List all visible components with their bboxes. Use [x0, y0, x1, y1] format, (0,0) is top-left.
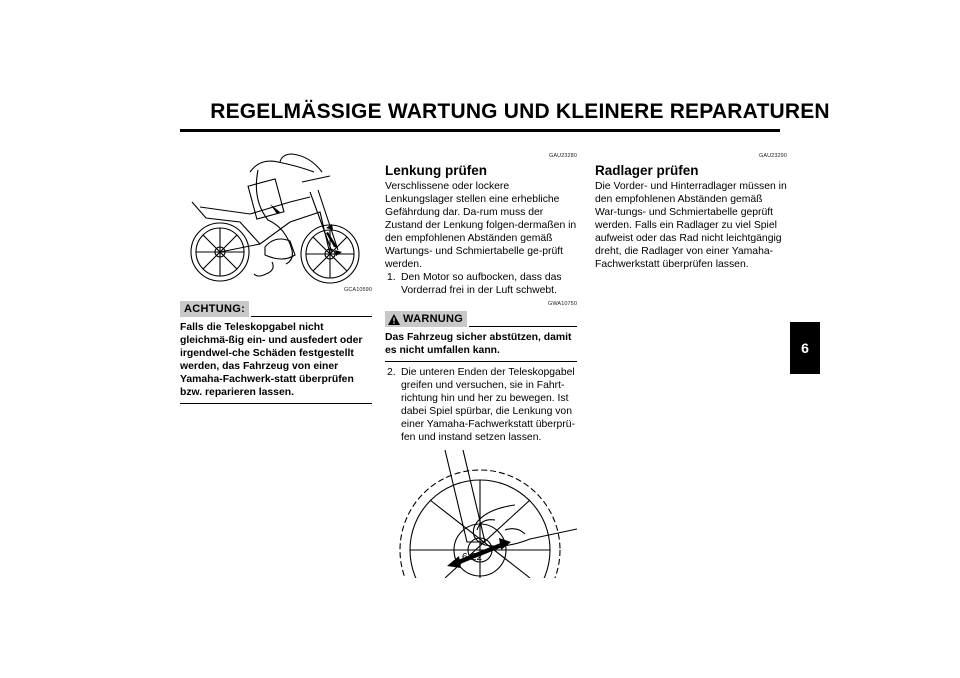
- step-number: 1.: [387, 272, 396, 283]
- step-number: 2.: [387, 367, 396, 378]
- heading-wheel-bearings: Radlager prüfen: [595, 163, 699, 178]
- warning-code: GWA10750: [547, 301, 577, 307]
- warning-rule: [469, 326, 577, 327]
- step-text: Den Motor so aufbocken, dass das Vorderr…: [401, 272, 562, 296]
- figure-code: GCA10590: [343, 287, 372, 293]
- list-item: 2. Die unteren Enden der Teleskopgabel g…: [385, 366, 577, 444]
- list-item: 1. Den Motor so aufbocken, dass das Vord…: [385, 271, 577, 297]
- chapter-tab[interactable]: 6: [790, 322, 820, 374]
- warning-triangle-icon: [388, 314, 400, 325]
- warning-label-box: WARNUNG: [385, 311, 468, 327]
- caution-text: Falls die Teleskopgabel nicht gleichmä-ß…: [180, 317, 372, 404]
- step-text: Die unteren Enden der Teleskopgabel grei…: [401, 367, 576, 443]
- heading-steering-check: Lenkung prüfen: [385, 163, 487, 178]
- steering-intro: Verschlissene oder lockere Lenkungslager…: [385, 181, 577, 270]
- section-code-steering: GAU23280: [548, 153, 577, 159]
- wheel-bearings-text: Die Vorder- und Hinterradlager müssen in…: [595, 181, 787, 270]
- section-code-wheel-bearings: GAU23290: [758, 153, 787, 159]
- fork-check-illustration: [190, 153, 360, 284]
- middle-column: GAU23280 Lenkung prüfen Verschlissene od…: [385, 150, 577, 578]
- right-column: GAU23290 Radlager prüfen Die Vorder- und…: [595, 150, 787, 271]
- steering-check-illustration: [399, 450, 577, 578]
- caution-rule: [251, 316, 372, 317]
- caution-label: ACHTUNG:: [180, 301, 250, 317]
- warning-header: WARNUNG: [385, 311, 577, 327]
- title-rule: [180, 129, 780, 132]
- page-title: REGELMÄSSIGE WARTUNG UND KLEINERE REPARA…: [210, 100, 830, 123]
- caution-header: ACHTUNG:: [180, 301, 372, 317]
- page-number: 6-22: [462, 552, 483, 563]
- warning-label: WARNUNG: [403, 313, 464, 325]
- left-column: GCA10590 ACHTUNG: Falls die Teleskopgabe…: [180, 152, 372, 404]
- warning-text: Das Fahrzeug sicher abstützen, damit es …: [385, 327, 577, 362]
